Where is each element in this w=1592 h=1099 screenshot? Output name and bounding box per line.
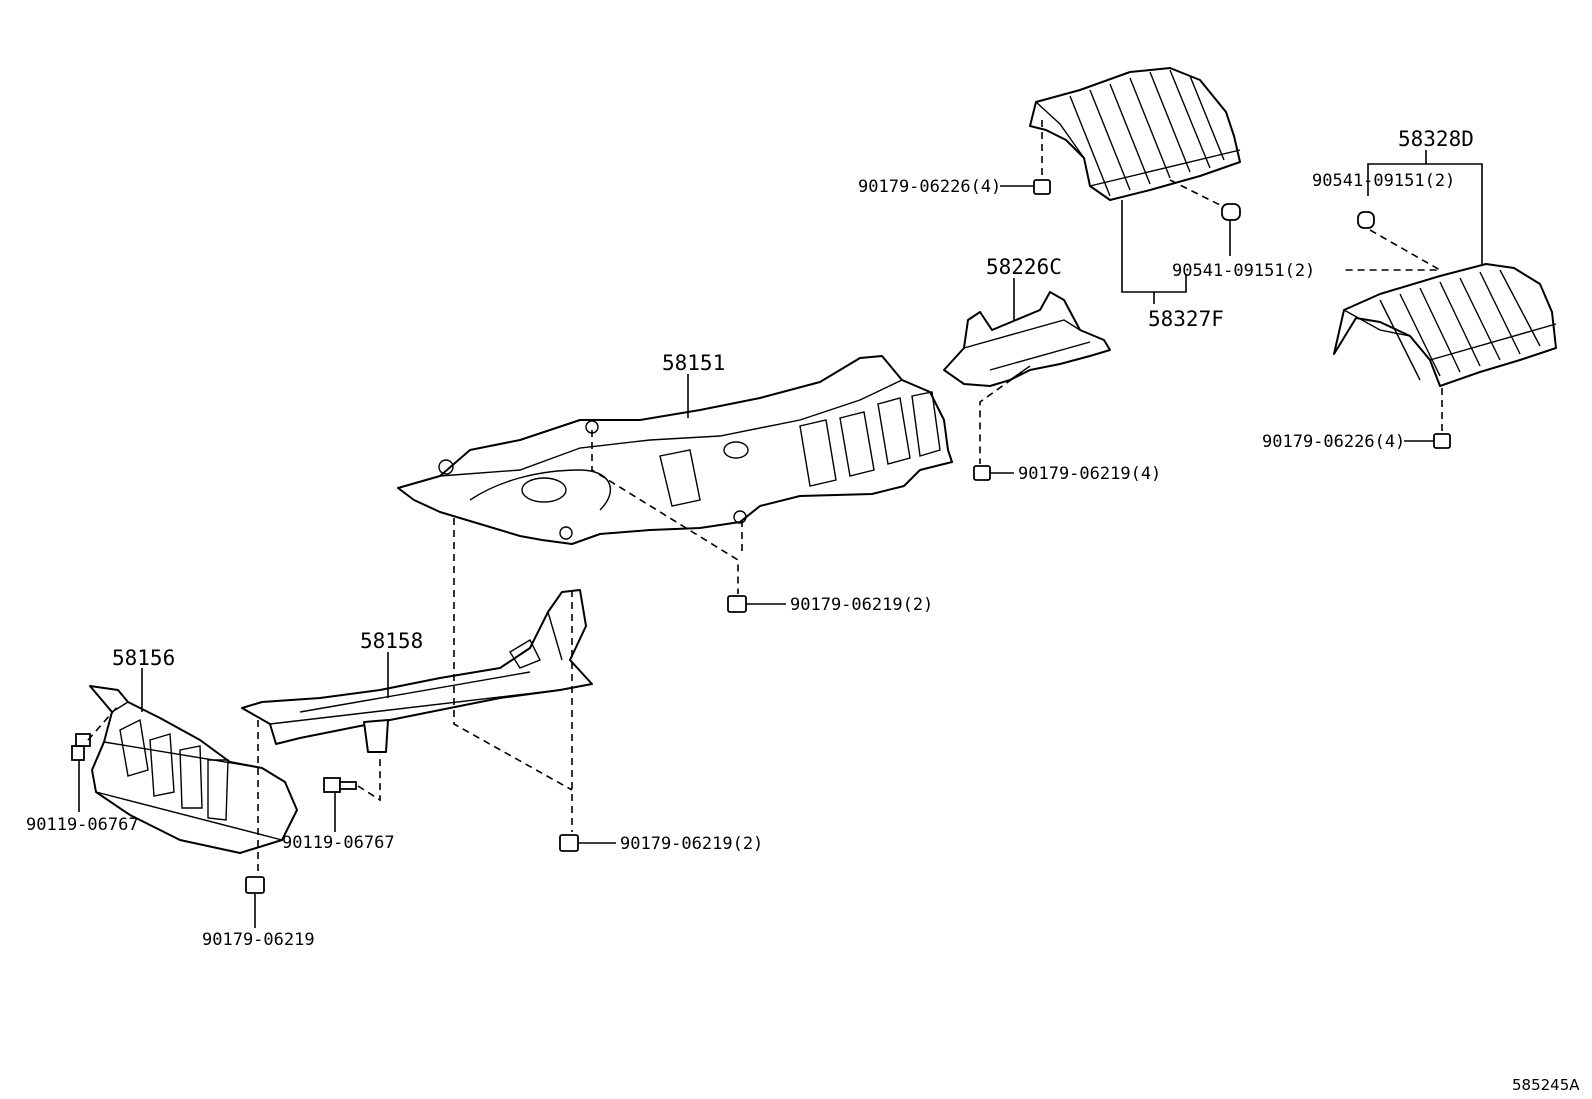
dash-bolt-left <box>87 705 119 741</box>
part-58151-shape[interactable] <box>397 355 953 545</box>
part-58327F-shape[interactable] <box>1029 67 1241 201</box>
fastener-label-clip-rear-right: 90541-09151(2) <box>1312 171 1455 191</box>
part-58156-shape[interactable] <box>89 685 298 854</box>
leader-58328D <box>1367 163 1483 264</box>
dash-nut-main <box>591 430 743 594</box>
fastener-label-nut-rear-left: 90179-06226(4) <box>858 177 1001 197</box>
nut-icon <box>1433 433 1451 449</box>
part-label-58151: 58151 <box>662 351 725 375</box>
reference-code: 585245A <box>1512 1076 1580 1094</box>
fastener-label-clip-rear-left: 90541-09151(2) <box>1172 261 1315 281</box>
fastener-label-bolt-left: 90119-06767 <box>26 815 139 835</box>
fastener-label-bolt-center: 90119-06767 <box>282 833 395 853</box>
part-label-58327F: 58327F <box>1148 307 1224 331</box>
part-58328D-shape[interactable] <box>1333 263 1557 387</box>
fastener-label-nut-bracket: 90179-06219(4) <box>1018 464 1161 484</box>
fastener-label-nut-rear-right: 90179-06226(4) <box>1262 432 1405 452</box>
fastener-label-nut-main: 90179-06219(2) <box>790 595 933 615</box>
dash-nut-bracket <box>979 371 1023 464</box>
part-label-58158: 58158 <box>360 629 423 653</box>
nut-icon <box>559 834 579 852</box>
nut-icon <box>727 595 747 613</box>
clip-icon <box>1221 203 1241 221</box>
dash-clip-rear-right <box>1342 229 1444 271</box>
part-58158-shape[interactable] <box>241 589 593 753</box>
bolt-icon <box>71 733 91 761</box>
dash-clip-rear-left <box>1169 179 1223 207</box>
part-label-58156: 58156 <box>112 646 175 670</box>
part-58226C-shape[interactable] <box>943 291 1111 387</box>
fastener-label-nut-front: 90179-06219 <box>202 930 315 950</box>
part-label-58328D: 58328D <box>1398 127 1474 151</box>
fastener-label-nut-center: 90179-06219(2) <box>620 834 763 854</box>
clip-icon <box>1357 211 1375 229</box>
nut-icon <box>245 876 265 894</box>
dash-nut-center-b <box>453 470 573 791</box>
nut-icon <box>1033 179 1051 195</box>
dash-bolt-center <box>357 754 381 802</box>
bolt-icon <box>323 777 357 793</box>
nut-icon <box>973 465 991 481</box>
part-label-58226C: 58226C <box>986 255 1062 279</box>
